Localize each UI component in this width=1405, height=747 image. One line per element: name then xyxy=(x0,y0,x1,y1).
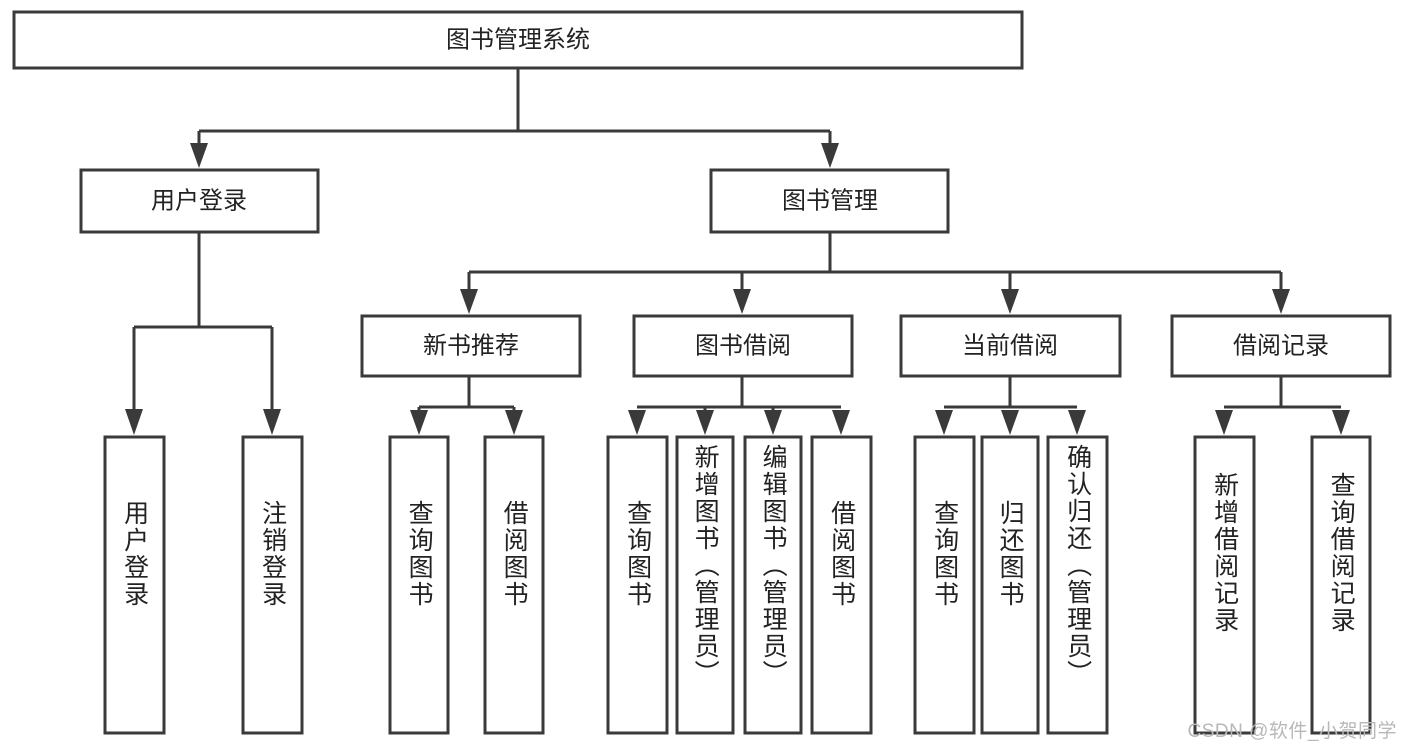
arrowhead-borrow-query xyxy=(628,410,646,435)
node-book-management[interactable]: 图书管理 xyxy=(709,168,950,234)
node-book-management-box xyxy=(709,168,950,234)
leaf-box-borrow-add[interactable] xyxy=(675,435,735,735)
node-root-label: 图书管理系统 xyxy=(446,26,590,53)
arrowhead-book-borrow xyxy=(733,289,751,314)
leaf-box-borrow-lend[interactable] xyxy=(810,435,873,735)
connectors-layer xyxy=(125,68,1350,435)
arrowhead-leaf-user-logout xyxy=(263,409,281,435)
node-current-borrow-label: 当前借阅 xyxy=(962,332,1058,359)
node-new-book-recommend[interactable]: 新书推荐 xyxy=(360,314,582,378)
leaf-box-newbook-query[interactable] xyxy=(388,435,450,735)
arrowhead-current-confirm xyxy=(1068,410,1086,435)
arrowhead-newbook-query xyxy=(410,410,428,435)
node-current-borrow-box xyxy=(899,314,1122,378)
node-current-borrow[interactable]: 当前借阅 xyxy=(899,314,1122,378)
leaf-box-current-return[interactable] xyxy=(980,435,1040,735)
node-book-management-label: 图书管理 xyxy=(782,187,878,214)
node-root-box xyxy=(12,10,1024,70)
arrowhead-borrow-edit xyxy=(764,410,782,435)
arrowhead-record-add xyxy=(1215,410,1233,435)
arrowhead-borrow-lend xyxy=(832,410,850,435)
leaf-box-record-add[interactable] xyxy=(1193,435,1256,735)
arrowhead-leaf-user-login xyxy=(125,409,143,435)
arrowhead-book-manage xyxy=(821,143,839,168)
arrowhead-record-query xyxy=(1332,410,1350,435)
node-borrow-record[interactable]: 借阅记录 xyxy=(1170,314,1392,378)
leaf-box-borrow-edit[interactable] xyxy=(743,435,803,735)
node-root[interactable]: 图书管理系统 xyxy=(12,10,1024,70)
arrowhead-current-query xyxy=(935,410,953,435)
arrowhead-new-book-rec xyxy=(460,289,478,314)
node-user-login-label: 用户登录 xyxy=(151,187,247,214)
node-user-login[interactable]: 用户登录 xyxy=(79,168,320,234)
node-book-borrow-label: 图书借阅 xyxy=(695,332,791,359)
node-book-borrow-box xyxy=(632,314,854,378)
arrowhead-user-login xyxy=(190,143,208,168)
arrowhead-borrow-record xyxy=(1272,289,1290,314)
node-new-book-recommend-label: 新书推荐 xyxy=(423,332,519,359)
arrowhead-current-borrow xyxy=(1001,289,1019,314)
node-borrow-record-box xyxy=(1170,314,1392,378)
leaf-box-user-logout[interactable] xyxy=(241,435,304,735)
arrowhead-borrow-add xyxy=(696,410,714,435)
leaf-box-borrow-query[interactable] xyxy=(606,435,669,735)
node-new-book-recommend-box xyxy=(360,314,582,378)
leaf-boxes-layer xyxy=(103,435,1372,735)
node-borrow-record-label: 借阅记录 xyxy=(1233,332,1329,359)
leaf-box-user-login[interactable] xyxy=(103,435,166,735)
node-book-borrow[interactable]: 图书借阅 xyxy=(632,314,854,378)
leaf-box-current-query[interactable] xyxy=(913,435,976,735)
node-user-login-box xyxy=(79,168,320,234)
leaf-box-newbook-borrow[interactable] xyxy=(483,435,545,735)
leaf-box-current-confirm[interactable] xyxy=(1046,435,1109,735)
csdn-watermark: CSDN @软件_小贺同学 xyxy=(1187,721,1397,742)
arrowhead-newbook-borrow xyxy=(505,410,523,435)
leaf-box-record-query[interactable] xyxy=(1310,435,1372,735)
arrowhead-current-return xyxy=(1001,410,1019,435)
